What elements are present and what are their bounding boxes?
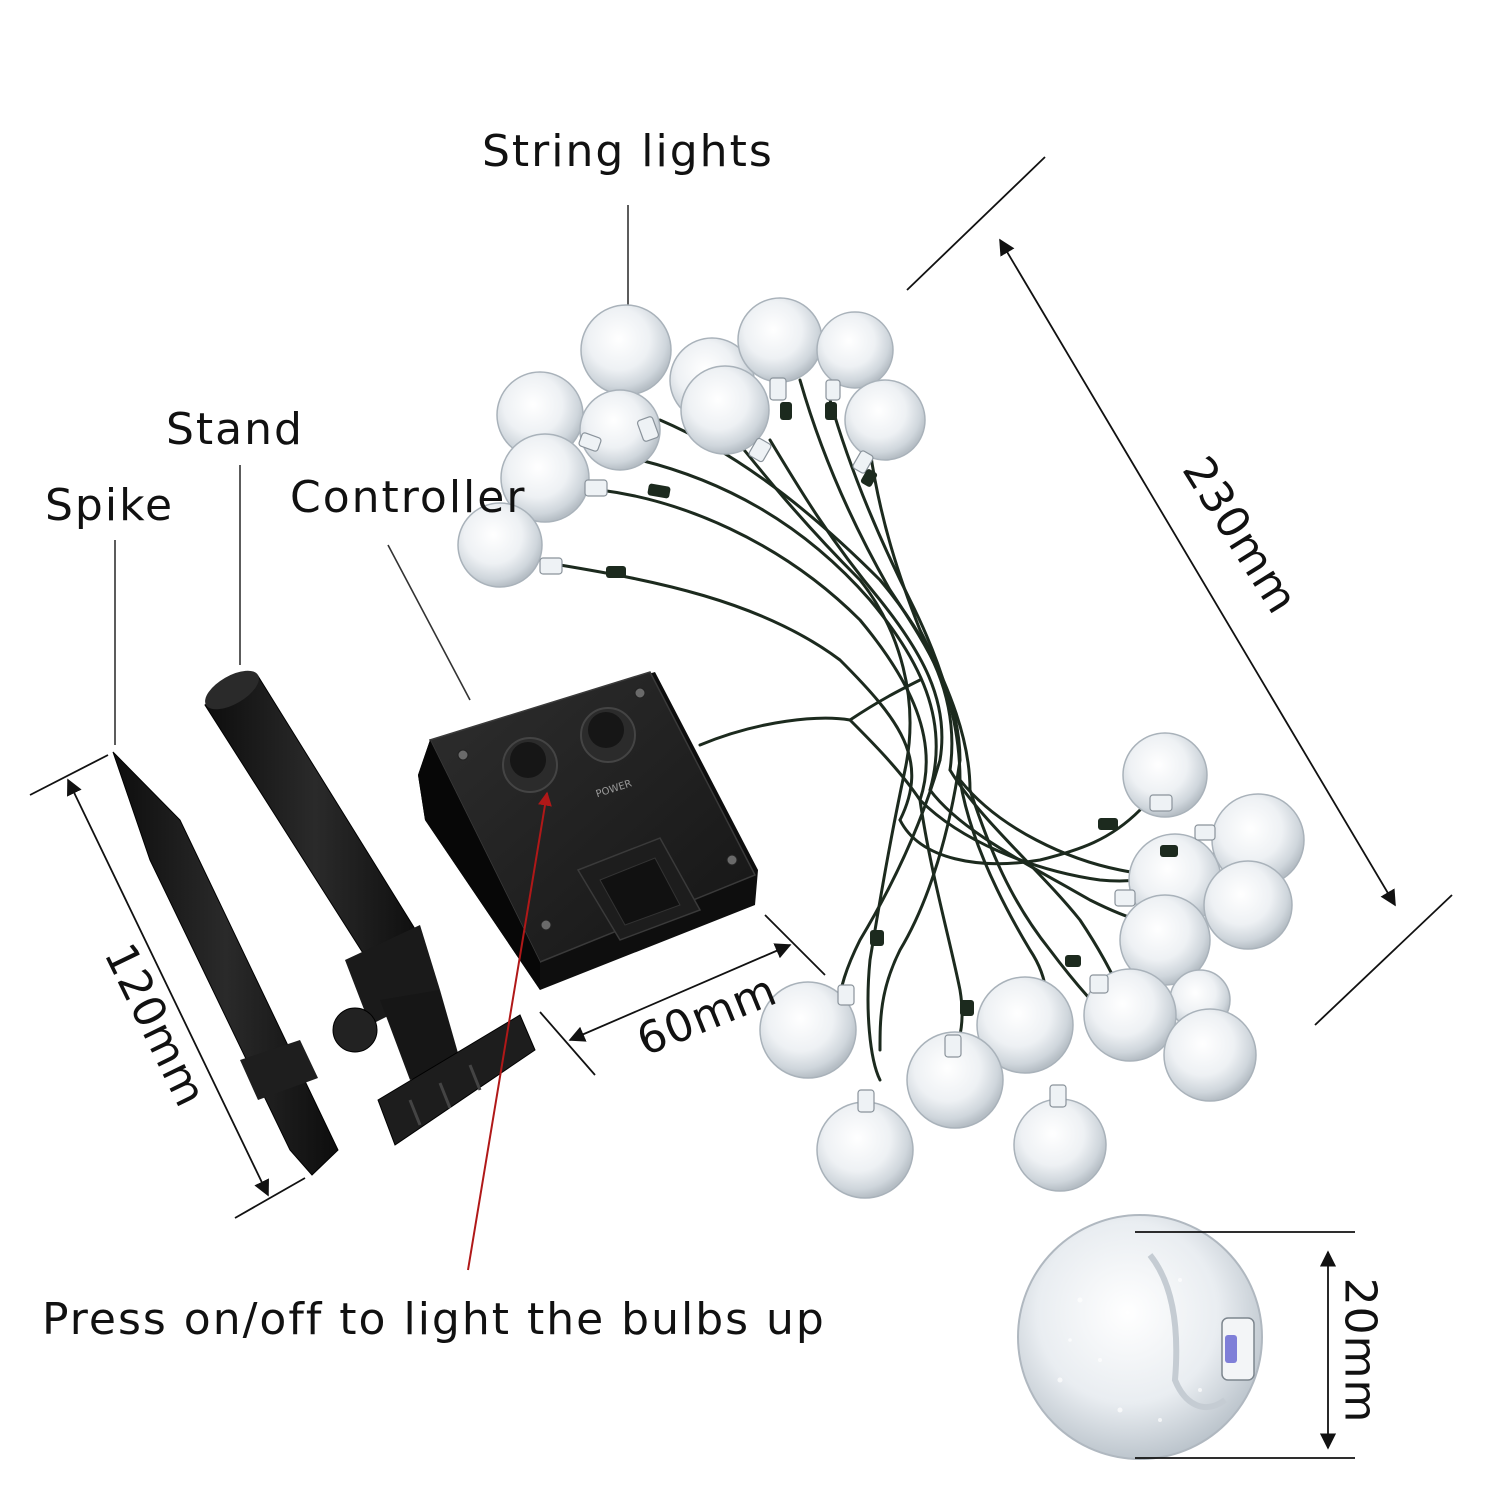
bulb — [500, 433, 590, 523]
bulb — [680, 365, 770, 455]
power-button[interactable] — [580, 707, 636, 763]
bulb — [906, 1031, 1004, 1129]
bulb — [1013, 1098, 1107, 1192]
on-off-pointer-arrow — [467, 791, 552, 1271]
bulb — [1203, 860, 1293, 950]
label-string-lights: String lights — [482, 126, 774, 177]
dimension-label-20mm: 20mm — [1334, 1277, 1386, 1424]
label-spike: Spike — [45, 480, 175, 531]
stand — [204, 670, 536, 1146]
label-press-note: Press on/off to light the bulbs up — [42, 1294, 826, 1345]
dimension-spike-length — [29, 754, 306, 1219]
label-stand: Stand — [166, 404, 304, 455]
leader-controller — [387, 544, 471, 701]
string-lights-upper — [457, 297, 926, 588]
on-off-button[interactable] — [502, 737, 558, 793]
dimension-string-length — [906, 156, 1453, 1026]
string-lights-lower — [759, 732, 1305, 1199]
bulb — [844, 379, 926, 461]
bulb — [579, 389, 661, 471]
bulb — [737, 297, 823, 383]
bulb — [816, 1101, 914, 1199]
bulb — [580, 304, 672, 396]
bulb — [457, 502, 543, 588]
dimension-box-width — [539, 914, 826, 1076]
bulb — [1163, 1008, 1257, 1102]
label-controller: Controller — [290, 472, 527, 523]
dimension-bulb-diameter — [1135, 1231, 1355, 1459]
bulb-detail — [1017, 1214, 1263, 1460]
controller-box: POWER — [418, 671, 758, 990]
bulb — [976, 976, 1074, 1074]
bulb — [816, 311, 894, 389]
